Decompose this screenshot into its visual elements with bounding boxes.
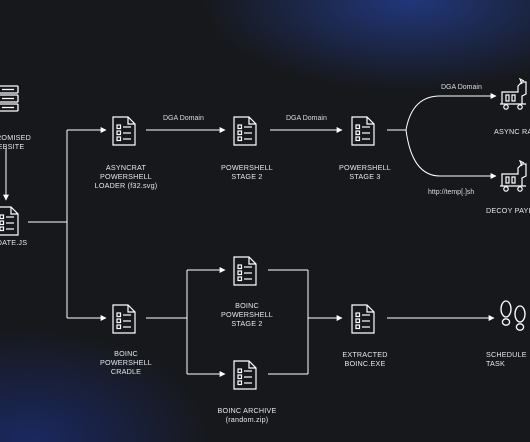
- node-label-boinc-stage2: BOINC POWERSHELL STAGE 2: [221, 301, 273, 328]
- node-label-compromised-website: PROMISED EBSITE: [0, 133, 31, 151]
- edge-label-dga-2: DGA Domain: [286, 115, 327, 122]
- edge-to-async-rat: [405, 93, 497, 131]
- node-label-asyncrat-loader: ASYNCRAT POWERSHELL LOADER (f32.svg): [94, 163, 158, 190]
- node-label-boinc-archive: BOINC ARCHIVE (random.zip): [217, 406, 277, 424]
- node-label-extracted-boinc: EXTRACTED BOINC.EXE: [342, 350, 388, 368]
- extracted-boinc-doc-icon: [351, 304, 375, 334]
- edge-label-dga-3: DGA Domain: [441, 84, 482, 91]
- node-label-decoy-payload: DECOY PAYL: [486, 206, 530, 215]
- async-rat-icon: [500, 77, 527, 110]
- update-js-doc-icon: [0, 206, 19, 236]
- node-label-async-rat: ASYNC RA: [494, 127, 530, 136]
- server-stack-icon: [0, 85, 19, 112]
- node-label-scheduled-task: SCHEDULE TASK: [486, 350, 527, 368]
- node-label-ps-stage2-top: POWERSHELL STAGE 2: [221, 163, 273, 181]
- asyncrat-loader-doc-icon: [112, 116, 136, 146]
- boinc-archive-doc-icon: [233, 360, 257, 390]
- decoy-payload-icon: [500, 159, 527, 192]
- ps-stage2-doc-icon: [233, 116, 257, 146]
- footprints-icon: [500, 300, 526, 331]
- node-label-ps-stage3: POWERSHELL STAGE 3: [339, 163, 391, 181]
- boinc-stage2-doc-icon: [233, 256, 257, 286]
- node-label-update-js: DATE.JS: [0, 238, 28, 247]
- node-label-boinc-cradle: BOINC POWERSHELL CRADLE: [100, 349, 152, 376]
- ps-stage3-doc-icon: [351, 116, 375, 146]
- edge-label-dga-1: DGA Domain: [163, 115, 204, 122]
- edge-label-temp-url: http://temp[.]sh: [428, 189, 475, 196]
- boinc-cradle-doc-icon: [112, 304, 136, 334]
- edge-to-decoy: [405, 129, 497, 179]
